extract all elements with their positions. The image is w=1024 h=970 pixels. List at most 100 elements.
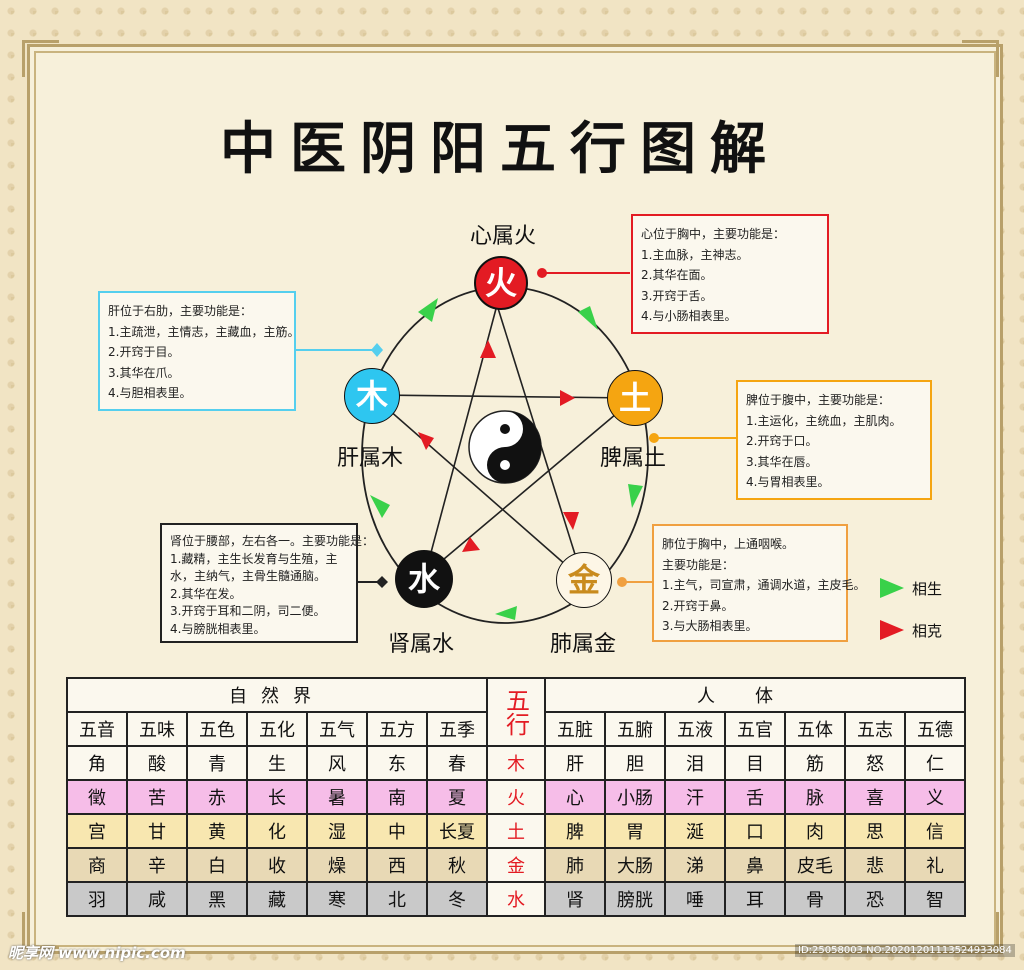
nature-cell: 收	[246, 847, 308, 883]
info-connectors	[295, 268, 736, 588]
red-arrow	[560, 390, 575, 406]
heart-infobox: 心位于胸中，主要功能是： 1.主血脉，主神志。 2.其华在面。 3.开窍于舌。 …	[631, 214, 829, 334]
wuxing-header: 五行	[486, 677, 546, 747]
wuxing-cell: 金	[486, 847, 546, 883]
heart-line: 1.主血脉，主神志。	[641, 247, 749, 262]
generation-arrows	[370, 298, 643, 620]
wuxing-cell: 土	[486, 813, 546, 849]
human-cell: 骨	[784, 881, 846, 917]
human-cell: 悲	[844, 847, 906, 883]
human-cell: 仁	[903, 745, 967, 781]
spleen-line: 3.其华在唇。	[746, 454, 818, 469]
human-cell: 恐	[844, 881, 906, 917]
liver-line: 3.其华在爪。	[108, 365, 180, 380]
nature-cell: 中	[366, 813, 428, 849]
nature-cell: 湿	[306, 813, 368, 849]
lung-line: 肺位于胸中，上通咽喉。	[662, 537, 795, 551]
nature-cell: 商	[66, 847, 128, 883]
column-header: 五季	[426, 711, 488, 747]
legend-generate-arrow	[880, 578, 904, 598]
table-row: 徵苦赤长暑南夏火心小肠汗舌脉喜义	[66, 779, 967, 815]
watermark-id: ID:25058003 NO:20201201113524933084	[795, 944, 1015, 957]
column-header: 五德	[903, 711, 967, 747]
lung-line: 主要功能是：	[662, 557, 735, 572]
human-cell: 心	[544, 779, 606, 815]
human-cell: 膀胱	[604, 881, 666, 917]
lung-infobox: 肺位于胸中，上通咽喉。 主要功能是： 1.主气，司宣肃，通调水道，主皮毛。 2.…	[652, 524, 865, 642]
table-row: 宫甘黄化湿中长夏土脾胃涎口肉思信	[66, 813, 967, 849]
legend-restrain-arrow	[880, 620, 904, 640]
metal-label: 肺属金	[550, 632, 617, 657]
nature-cell: 寒	[306, 881, 368, 917]
human-cell: 舌	[724, 779, 786, 815]
human-cell: 目	[724, 745, 786, 781]
nature-cell: 酸	[126, 745, 188, 781]
nature-cell: 苦	[126, 779, 188, 815]
liver-line: 肝位于右肋，主要功能是：	[108, 304, 253, 318]
nature-cell: 秋	[426, 847, 488, 883]
human-cell: 涎	[664, 813, 726, 849]
wuxing-cell: 火	[486, 779, 546, 815]
human-cell: 脉	[784, 779, 846, 815]
human-cell: 大肠	[604, 847, 666, 883]
spleen-line: 2.开窍于口。	[746, 434, 818, 448]
nature-cell: 羽	[66, 881, 128, 917]
red-arrow	[480, 340, 496, 358]
nature-cell: 黄	[186, 813, 248, 849]
nature-cell: 南	[366, 779, 428, 815]
metal-element-circle: 金	[556, 552, 612, 608]
nature-cell: 春	[426, 745, 488, 781]
human-cell: 耳	[724, 881, 786, 917]
kidney-line: 3.开窍于耳和二阴，司二便。	[170, 604, 326, 618]
human-cell: 小肠	[604, 779, 666, 815]
heart-line: 心位于胸中，主要功能是：	[641, 227, 786, 241]
liver-line: 4.与胆相表里。	[108, 386, 192, 400]
nature-cell: 角	[66, 745, 128, 781]
column-header: 五味	[126, 711, 188, 747]
heart-line: 3.开窍于舌。	[641, 288, 713, 303]
human-cell: 义	[903, 779, 967, 815]
legend-generate-label: 相生	[912, 580, 943, 598]
legend-restrain-label: 相克	[912, 622, 943, 640]
human-cell: 怒	[844, 745, 906, 781]
fire-element-circle: 火	[474, 256, 528, 310]
column-header: 五化	[246, 711, 308, 747]
nature-cell: 长	[246, 779, 308, 815]
column-header: 五脏	[544, 711, 606, 747]
yin-yang-icon	[468, 410, 542, 484]
column-header: 五方	[366, 711, 428, 747]
nature-cell: 西	[366, 847, 428, 883]
earth-element-circle: 土	[607, 370, 663, 426]
green-arrow	[628, 484, 643, 508]
human-cell: 肺	[544, 847, 606, 883]
human-cell: 喜	[844, 779, 906, 815]
water-element-circle: 水	[395, 550, 453, 608]
table-row: 角酸青生风东春木肝胆泪目筋怒仁	[66, 745, 967, 781]
nature-cell: 生	[246, 745, 308, 781]
human-cell: 信	[903, 813, 967, 849]
nature-cell: 藏	[246, 881, 308, 917]
spleen-line: 脾位于腹中，主要功能是：	[746, 393, 891, 407]
column-header: 五气	[306, 711, 368, 747]
corner-ornament-tr	[962, 40, 999, 77]
kidney-line: 水，主纳气，主骨生髓通脑。	[170, 569, 327, 583]
human-cell: 胃	[604, 813, 666, 849]
red-arrow	[563, 512, 579, 530]
page-title: 中医阴阳五行图解	[220, 116, 780, 182]
nature-cell: 黑	[186, 881, 248, 917]
nature-cell: 辛	[126, 847, 188, 883]
kidney-line: 4.与膀胱相表里。	[170, 621, 266, 636]
column-header: 五腑	[604, 711, 666, 747]
table-row: 商辛白收燥西秋金肺大肠涕鼻皮毛悲礼	[66, 847, 967, 883]
human-cell: 脾	[544, 813, 606, 849]
human-cell: 汗	[664, 779, 726, 815]
human-cell: 肉	[784, 813, 846, 849]
wood-label: 肝属木	[337, 446, 404, 471]
spleen-line: 1.主运化，主统血，主肌肉。	[746, 413, 902, 428]
nature-cell: 青	[186, 745, 248, 781]
heart-line: 2.其华在面。	[641, 268, 713, 282]
red-arrow	[462, 537, 480, 552]
kidney-infobox: 肾位于腰部，左右各一。主要功能是： 1.藏精，主生长发育与生殖，主 水，主纳气，…	[160, 523, 374, 643]
nature-cell: 徵	[66, 779, 128, 815]
nature-cell: 夏	[426, 779, 488, 815]
